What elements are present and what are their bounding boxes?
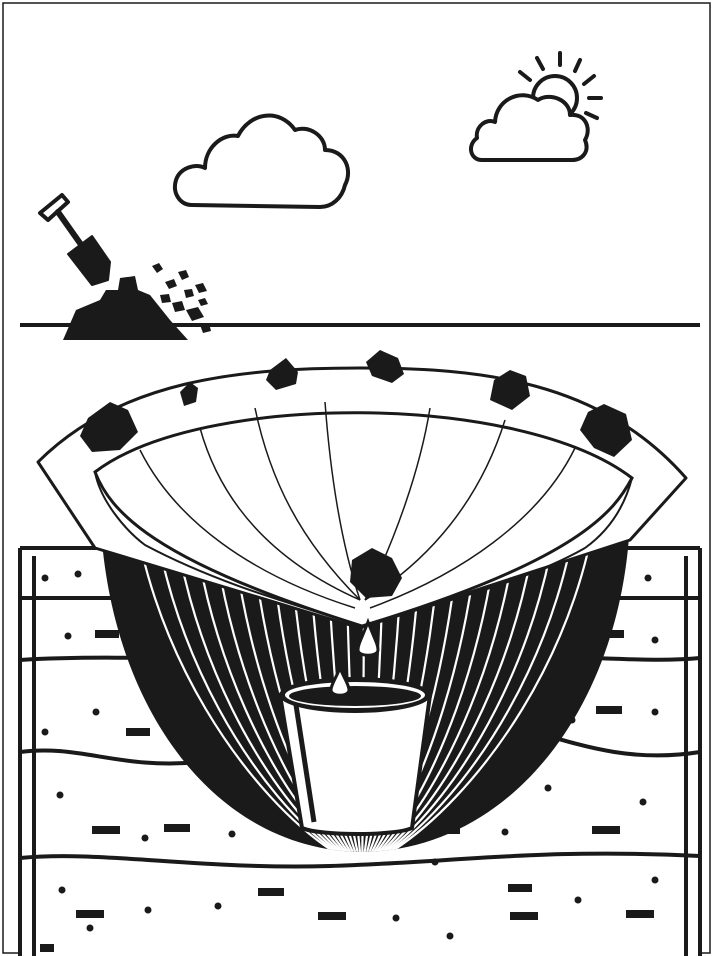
shovel-icon [40,195,110,285]
cloud-icon [175,116,348,207]
container-icon [279,677,431,834]
sun-behind-cloud-icon [471,53,601,160]
